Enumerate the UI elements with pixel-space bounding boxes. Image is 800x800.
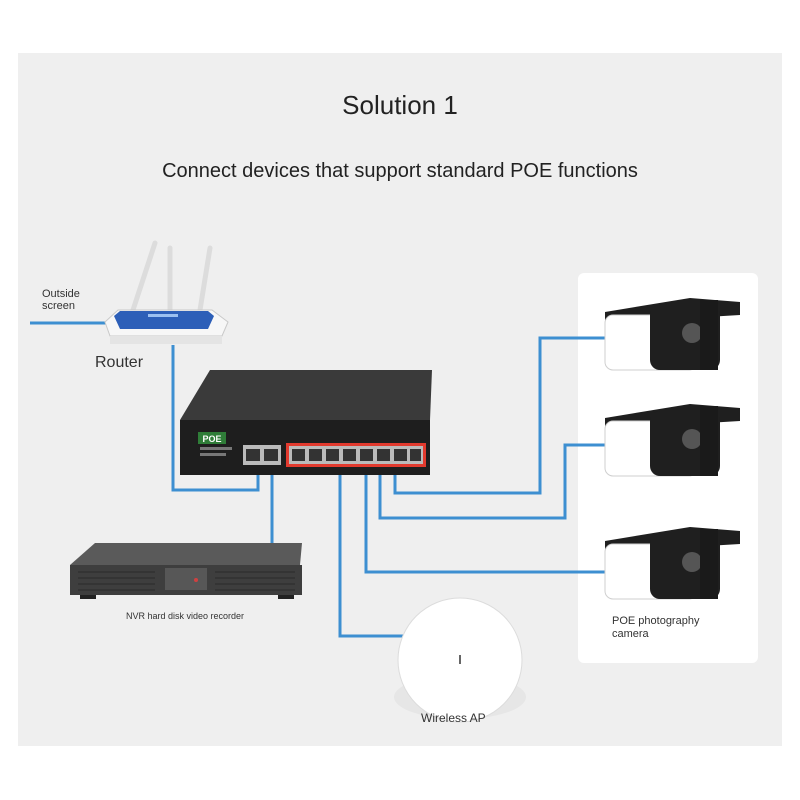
outside-screen-label-line2: screen xyxy=(42,300,76,312)
outside-screen-label-line1: Outside xyxy=(42,288,80,300)
camera-label-line1: POE photography xyxy=(612,615,700,627)
camera-icon-3 xyxy=(604,527,740,600)
camera-label: POE photography camera xyxy=(612,615,699,641)
router-icon xyxy=(104,240,229,344)
cable-switch-to-camera-1 xyxy=(393,336,610,495)
wireless-ap-icon xyxy=(394,597,526,723)
cables xyxy=(30,321,610,638)
cable-switch-to-camera-2 xyxy=(378,443,610,520)
cable-router-to-switch xyxy=(171,345,260,492)
wireless-ap-label: Wireless AP xyxy=(421,711,486,725)
router-label: Router xyxy=(95,354,144,371)
camera-label-line2: camera xyxy=(612,628,649,640)
nvr-icon xyxy=(70,543,302,599)
camera-icon-1 xyxy=(604,298,740,371)
poe-switch-icon xyxy=(180,370,432,475)
outside-screen-label: Outside screen xyxy=(42,288,80,312)
diagram-title: Solution 1 xyxy=(342,90,458,120)
camera-icon-2 xyxy=(604,404,740,477)
diagram-subtitle: Connect devices that support standard PO… xyxy=(162,160,638,182)
nvr-label: NVR hard disk video recorder xyxy=(126,611,245,621)
switch-badge: POE xyxy=(202,434,221,444)
cable-switch-to-ap xyxy=(338,463,408,638)
cable-switch-to-camera-3 xyxy=(364,463,610,574)
